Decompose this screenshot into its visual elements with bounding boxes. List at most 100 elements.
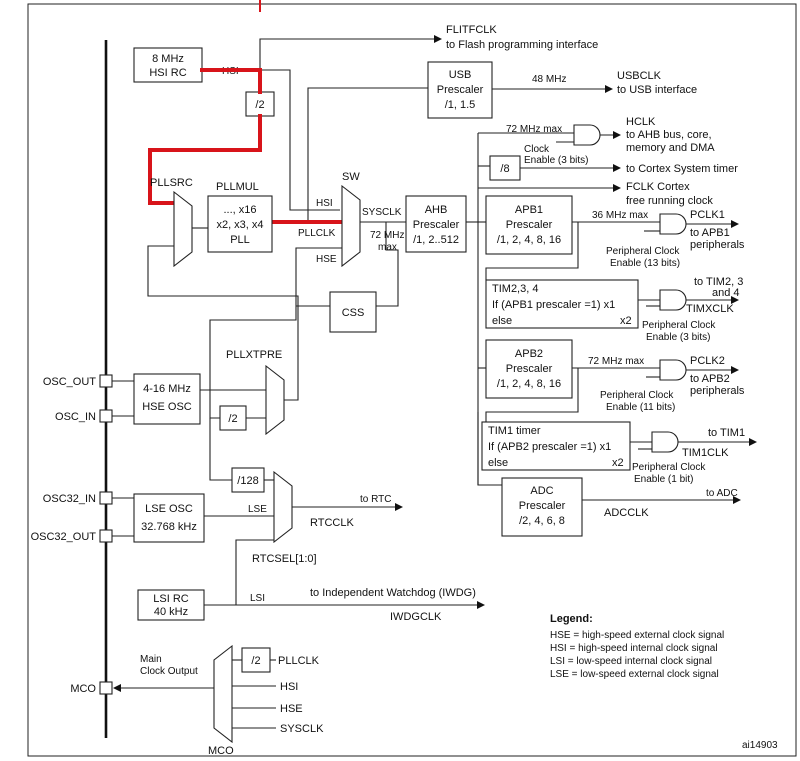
tim-apb1-dest-2: and 4 [712, 287, 740, 299]
apb1-label-3: /1, 2, 4, 8, 16 [497, 234, 561, 246]
usb-prescaler-label-1: USB [449, 69, 472, 81]
pclk1-label-1: PCLK1 [690, 209, 725, 221]
apb2-max-label: 72 MHz max [588, 356, 644, 367]
mco-hsi-label: HSI [280, 681, 298, 693]
usbclk-label: USBCLK [617, 70, 662, 82]
css-label: CSS [342, 307, 365, 319]
hsi-to-sw-line [260, 69, 340, 211]
lsi-rc-block: LSI RC 40 kHz [137, 589, 205, 621]
sysclk-max-2: max [378, 242, 397, 253]
apb2-to-tim1-line [485, 368, 579, 422]
mco-div2-label: /2 [251, 655, 260, 667]
apb2-label-1: APB2 [515, 348, 543, 360]
tim234-label-4: x2 [620, 315, 632, 327]
clock-enable-1: Clock [524, 144, 550, 155]
lsi-to-rtcsel-line [235, 539, 274, 605]
pclk2-gate [659, 359, 687, 381]
apb1-prescaler-block: APB1 Prescaler /1, 2, 4, 8, 16 [485, 195, 573, 255]
usb-prescaler-label-2: Prescaler [437, 84, 484, 96]
pllsrc-mux [173, 190, 193, 268]
pclk1-gate [659, 213, 687, 235]
hse-to-sw-line [295, 247, 342, 306]
osc-in-pin [99, 409, 113, 423]
adc-prescaler-block: ADC Prescaler /2, 4, 6, 8 [501, 477, 583, 537]
pllxtpre-to-pllsrc-line [147, 245, 299, 401]
cortex-timer-label: to Cortex System timer [626, 163, 738, 175]
osc32-in-pin [99, 491, 113, 505]
apb1-label-2: Prescaler [506, 219, 553, 231]
sysclk-to-css-line [376, 222, 399, 307]
hclk-label-1: HCLK [626, 116, 656, 128]
hsi-div2-label: /2 [255, 99, 264, 111]
mco-pin [99, 681, 113, 695]
periph-enable-1-1: Peripheral Clock [632, 462, 706, 473]
pclk2-label-2: to APB2 [690, 373, 730, 385]
sysclk-label: SYSCLK [362, 207, 402, 218]
periph-enable-11-2: Enable (11 bits) [606, 402, 675, 413]
periph-enable-13-1: Peripheral Clock [606, 246, 680, 257]
hsi-rc-label-1: 8 MHz [152, 53, 184, 65]
tim1clk-label: TIM1CLK [682, 447, 729, 459]
periph-enable-3-2: Enable (3 bits) [646, 332, 710, 343]
timxclk-label: TIMXCLK [686, 303, 734, 315]
pclk2-label-1: PCLK2 [690, 355, 725, 367]
osc-out-pin [99, 374, 113, 388]
main-clock-output-2: Clock Output [140, 666, 198, 677]
mco-sysclk-label: SYSCLK [280, 723, 324, 735]
pllxtpre-label: PLLXTPRE [226, 349, 282, 361]
mco-pin-label: MCO [70, 683, 96, 695]
osc32-out-label: OSC32_OUT [31, 531, 97, 543]
tim234-label-2: If (APB1 prescaler =1) x1 [492, 299, 615, 311]
mco-hse-label: HSE [280, 703, 303, 715]
osc-out-label: OSC_OUT [43, 376, 96, 388]
pll-label-1: ..., x16 [223, 204, 256, 216]
hclk-gate [573, 124, 601, 146]
apb2-prescaler-block: APB2 Prescaler /1, 2, 4, 8, 16 [485, 339, 573, 399]
adc-label-3: /2, 4, 6, 8 [519, 515, 565, 527]
periph-enable-1-2: Enable (1 bit) [634, 474, 693, 485]
usb-prescaler-label-3: /1, 1.5 [445, 99, 476, 111]
pclk2-label-3: peripherals [690, 385, 745, 397]
hse-to-sw-feed-line [209, 306, 297, 390]
legend-item-hsi: HSI = high-speed internal clock signal [550, 643, 718, 654]
legend-title: Legend: [550, 613, 593, 625]
mco-mux-label: MCO [208, 745, 234, 757]
tim1-label-2: If (APB2 prescaler =1) x1 [488, 441, 611, 453]
usb-freq: 48 MHz [532, 74, 566, 85]
apb1-to-tim-line [485, 222, 579, 280]
legend-item-lse: LSE = low-speed external clock signal [550, 669, 719, 680]
hse-to-div128-line [209, 418, 232, 481]
hsi-div2-path-highlight [148, 114, 262, 205]
tim1-label-4: x2 [612, 457, 624, 469]
mco-div2-box [241, 647, 271, 673]
rtcsel-mux [273, 470, 293, 544]
to-rtc-label: to RTC [360, 494, 392, 505]
timxclk-gate [659, 289, 687, 311]
hse-to-div2-line [209, 390, 220, 419]
div128-label: /128 [237, 475, 258, 487]
clock-enable-2: Enable (3 bits) [524, 155, 588, 166]
periph-enable-3-1: Peripheral Clock [642, 320, 716, 331]
hse-osc-block: 4-16 MHz HSE OSC [133, 373, 201, 425]
lse-osc-block: LSE OSC 32.768 kHz [133, 493, 205, 543]
ahb-prescaler-block: AHB Prescaler /1, 2..512 [405, 195, 467, 253]
css-block: CSS [329, 291, 377, 333]
mco-mux [213, 644, 233, 744]
periph-enable-11-1: Peripheral Clock [600, 390, 674, 401]
adc-label-1: ADC [530, 485, 553, 497]
figure-frame [27, 3, 797, 757]
ahb-label-1: AHB [425, 204, 448, 216]
apb2-to-adc-line [477, 412, 502, 486]
rtcclk-label: RTCCLK [310, 517, 354, 529]
flitfclk-label: FLITFCLK [446, 24, 497, 36]
pclk1-label-2: to APB1 [690, 227, 730, 239]
sw-label: SW [342, 171, 360, 183]
to-adc-label: to ADC [706, 488, 738, 499]
hsi-rc-block: 8 MHz HSI RC [133, 47, 203, 83]
hclk-label-3: memory and DMA [626, 142, 715, 154]
main-clock-output-1: Main [140, 654, 162, 665]
lsi-rc-label-1: LSI RC [153, 593, 189, 605]
lse-osc-label-2: 32.768 kHz [141, 521, 197, 533]
sw-mux [341, 184, 361, 268]
